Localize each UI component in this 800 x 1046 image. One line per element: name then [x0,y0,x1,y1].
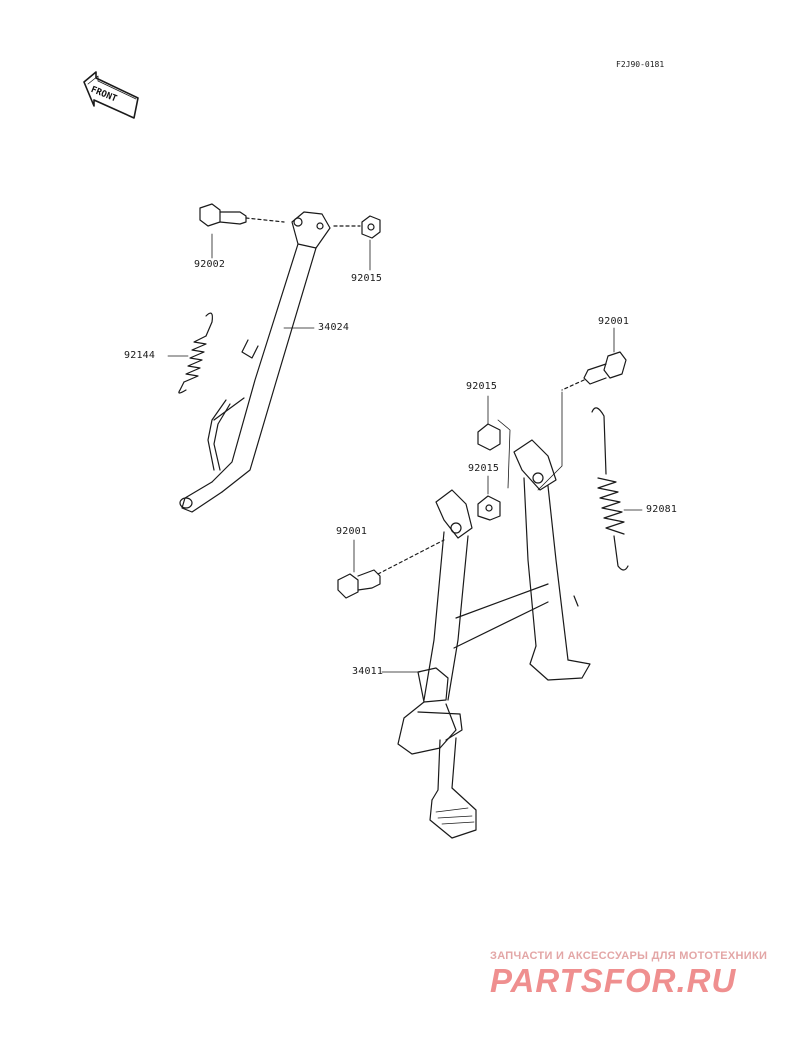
part-label-34011[interactable]: 34011 [352,666,384,677]
spring-92144 [178,312,213,394]
nut-92015-lower [477,495,501,521]
nut-92015-middle [477,419,511,489]
bolt-92001-left [337,569,381,599]
part-label-92001-right[interactable]: 92001 [598,316,630,327]
spring-92081 [591,407,629,571]
main-stand-34011 [377,439,591,839]
bolt-92002 [199,203,285,227]
part-label-92002[interactable]: 92002 [194,259,226,270]
part-label-34024[interactable]: 34024 [318,322,350,333]
part-label-92001-left[interactable]: 92001 [336,526,368,537]
watermark-logo: PARTSFOR.RU [490,962,737,999]
watermark-tagline: ЗАПЧАСТИ И АКСЕССУАРЫ ДЛЯ МОТОТЕХНИКИ [490,950,768,962]
diagram-code: F2J90-0181 [616,60,665,69]
part-label-92081[interactable]: 92081 [646,504,678,515]
front-arrow-icon [83,71,139,119]
part-label-92015-middle[interactable]: 92015 [466,381,498,392]
nut-92015-top [333,215,381,239]
part-label-92015-top[interactable]: 92015 [351,273,383,284]
part-label-92144[interactable]: 92144 [124,350,156,361]
part-label-92015-lower[interactable]: 92015 [468,463,500,474]
side-stand-34024 [179,211,331,513]
bolt-92001-right [537,351,627,491]
